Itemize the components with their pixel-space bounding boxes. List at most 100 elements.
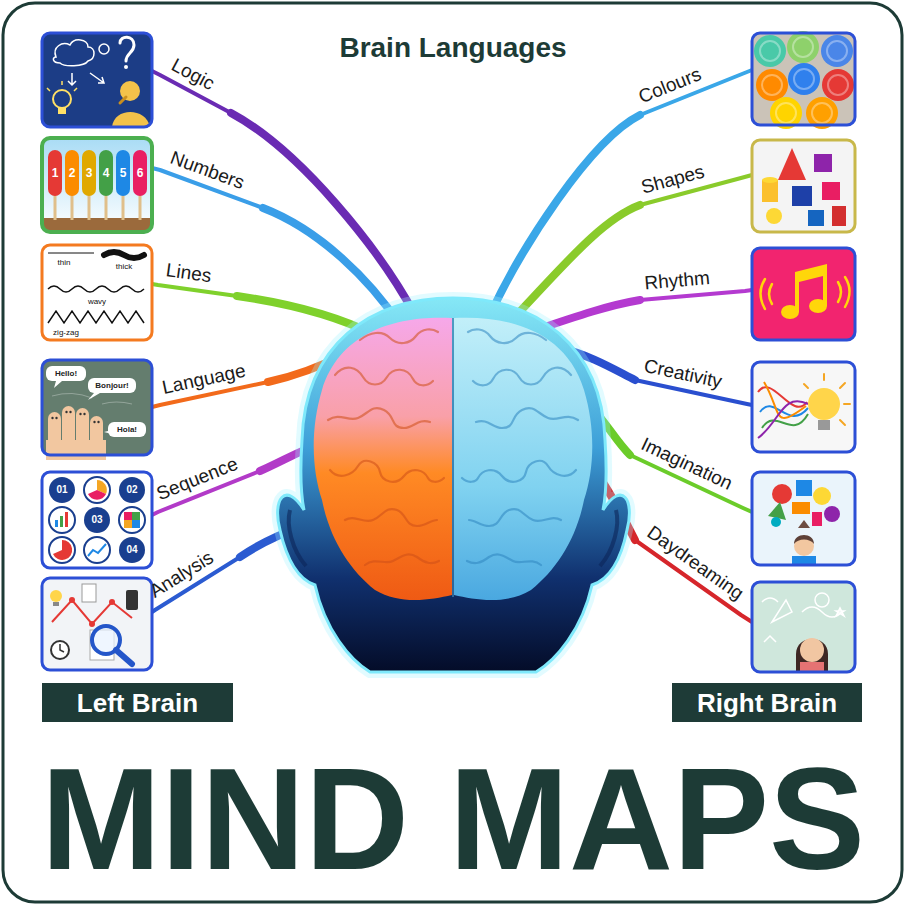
colours-icon	[752, 31, 855, 129]
numbers-icon-part	[65, 150, 79, 196]
branch-label: Logic	[162, 51, 218, 95]
sequence-icon-part	[88, 490, 106, 500]
imagination-icon-part	[752, 472, 855, 565]
language-icon-part	[51, 411, 99, 423]
analysis-icon-part	[116, 650, 132, 664]
colours-icon-part-part	[827, 41, 847, 61]
head-illustration-part	[454, 318, 592, 600]
branch-label: Lines	[159, 258, 213, 287]
colours-icon-part	[788, 63, 820, 95]
line-sample-label: wavy	[88, 297, 106, 306]
mind-map-branches-part	[152, 284, 237, 296]
analysis-icon-part	[42, 578, 152, 670]
branch-label: Analysis	[141, 546, 218, 605]
numbers-icon-part	[122, 194, 125, 220]
daydreaming-icon	[752, 582, 855, 672]
logic-icon-part	[120, 37, 134, 61]
lines-icon-part	[104, 252, 144, 258]
lines-icon-part	[48, 286, 144, 292]
head-illustration-part-part	[473, 368, 571, 386]
box-label: Left Brain	[77, 688, 198, 718]
imagination-icon-part	[794, 536, 814, 556]
popsicle-number: 6	[137, 167, 144, 181]
colours-icon-part	[787, 31, 819, 63]
shapes-icon-part	[822, 182, 840, 200]
head-illustration-part	[600, 510, 617, 566]
numbers-icon-part	[54, 194, 57, 220]
branch-label: Creativity	[636, 354, 724, 393]
lines-icon-part	[42, 245, 152, 340]
language-icon-part-part	[69, 411, 71, 413]
branch-label: Numbers	[162, 145, 248, 194]
sequence-icon-part	[124, 512, 132, 520]
head-illustration-part	[278, 298, 630, 672]
language-icon-part	[76, 408, 89, 458]
numbers-icon-part	[88, 194, 91, 220]
sequence-icon-part	[42, 472, 152, 568]
sequence-icon-part	[53, 540, 72, 560]
analysis-icon	[42, 578, 152, 670]
sequence-icon-part	[84, 507, 110, 533]
analysis-icon-part	[50, 590, 62, 602]
head-illustration-part	[452, 318, 454, 597]
logic-icon-part	[42, 33, 152, 127]
shapes-icon-part	[808, 210, 824, 226]
creativity-icon	[752, 362, 855, 452]
creativity-icon-part	[808, 388, 840, 420]
rhythm-icon-part-part	[838, 282, 841, 302]
main-title: MIND MAPS	[41, 748, 865, 892]
sequence-icon-part	[88, 544, 106, 556]
subtitle: Brain Languages	[339, 32, 566, 64]
brain-side-box: Left Brain	[42, 683, 233, 722]
sequence-icon-part	[49, 477, 75, 503]
sequence-icon-part	[132, 520, 140, 528]
numbers-icon-part	[133, 150, 147, 196]
sequence-icon	[42, 472, 152, 568]
language-icon-part	[90, 416, 103, 458]
language-icon-part	[54, 381, 62, 388]
daydreaming-icon-part-part	[815, 593, 829, 607]
head-illustration	[278, 298, 630, 672]
head-illustration-part	[278, 298, 630, 672]
creativity-icon-part-part	[758, 401, 808, 438]
colours-icon-part	[821, 35, 853, 67]
creativity-icon-part	[758, 382, 808, 438]
branch-label: Rhythm	[638, 267, 711, 295]
lines-icon-part	[48, 311, 144, 323]
logic-icon-part	[120, 97, 126, 103]
logic-icon-part	[90, 73, 104, 83]
colours-icon-part-part	[760, 41, 780, 61]
imagination-icon-part	[824, 506, 840, 522]
lines-icon	[42, 245, 152, 340]
language-icon-part	[88, 393, 100, 400]
numbers-icon-part	[105, 194, 108, 220]
rhythm-icon-part	[795, 264, 827, 283]
language-icon-part-part	[83, 413, 85, 415]
speech-bubble-text: Hello!	[55, 369, 77, 378]
head-illustration-part	[314, 318, 452, 600]
colours-icon-part	[752, 33, 855, 125]
language-icon-part-part	[97, 421, 99, 423]
head-illustration-part-part	[330, 461, 444, 482]
branch-label: Colours	[630, 63, 705, 110]
logic-icon-part	[47, 81, 77, 91]
sequence-icon-part	[84, 537, 110, 563]
daydreaming-icon-part-part	[772, 600, 792, 622]
creativity-icon-part-part	[764, 382, 806, 418]
imagination-icon-part	[772, 484, 792, 504]
head-illustration-part-part	[345, 509, 437, 526]
numbers-icon-part	[99, 150, 113, 196]
daydreaming-icon-part	[752, 582, 855, 672]
creativity-icon-part	[752, 362, 855, 452]
sequence-icon-part	[119, 507, 145, 533]
imagination-icon	[752, 472, 855, 565]
numbers-icon-part	[44, 218, 150, 230]
rhythm-icon-part-part	[761, 279, 766, 309]
sequence-icon-part	[42, 472, 152, 568]
step-number: 02	[126, 484, 137, 496]
logic-icon-part	[99, 44, 109, 54]
language-icon-part	[88, 378, 136, 393]
colours-icon-part-part	[812, 103, 832, 123]
